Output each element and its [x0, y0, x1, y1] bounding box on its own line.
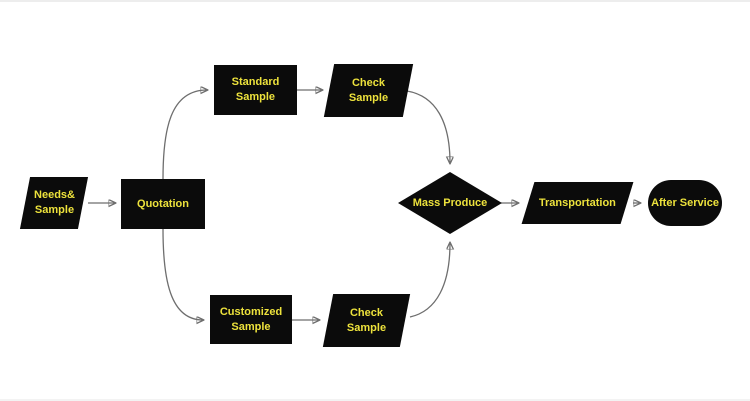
connector-check-sample-bottom-to-mass-produce [409, 243, 450, 318]
flowchart-node-after-service: After Service [648, 180, 722, 226]
node-label-transportation: Transportation [538, 196, 616, 209]
node-label-needs-sample: Needs& Sample [33, 189, 75, 216]
node-label-after-service: After Service [651, 196, 719, 209]
connector-quotation-to-customized-sample [162, 228, 203, 320]
flowchart-node-transportation: Transportation [521, 182, 634, 224]
flowchart-node-customized-sample: Customized Sample [210, 295, 292, 344]
connector-quotation-to-standard-sample [162, 90, 207, 180]
node-label-check-sample-top: Check Sample [348, 76, 389, 104]
connector-check-sample-top-to-mass-produce [406, 90, 450, 163]
flowchart-node-quotation: Quotation [121, 179, 205, 229]
flowchart-node-needs-sample: Needs& Sample [19, 177, 89, 229]
flowchart-node-standard-sample: Standard Sample [214, 65, 297, 115]
node-label-check-sample-bottom: Check Sample [346, 306, 387, 334]
node-label-standard-sample: Standard Sample [231, 76, 280, 103]
flowchart-node-check-sample-top: Check Sample [323, 64, 414, 117]
node-label-customized-sample: Customized Sample [219, 305, 283, 333]
flowchart-node-check-sample-bottom: Check Sample [322, 294, 411, 347]
node-label-quotation: Quotation [137, 197, 189, 210]
node-label-mass-produce: Mass Produce [412, 196, 488, 209]
